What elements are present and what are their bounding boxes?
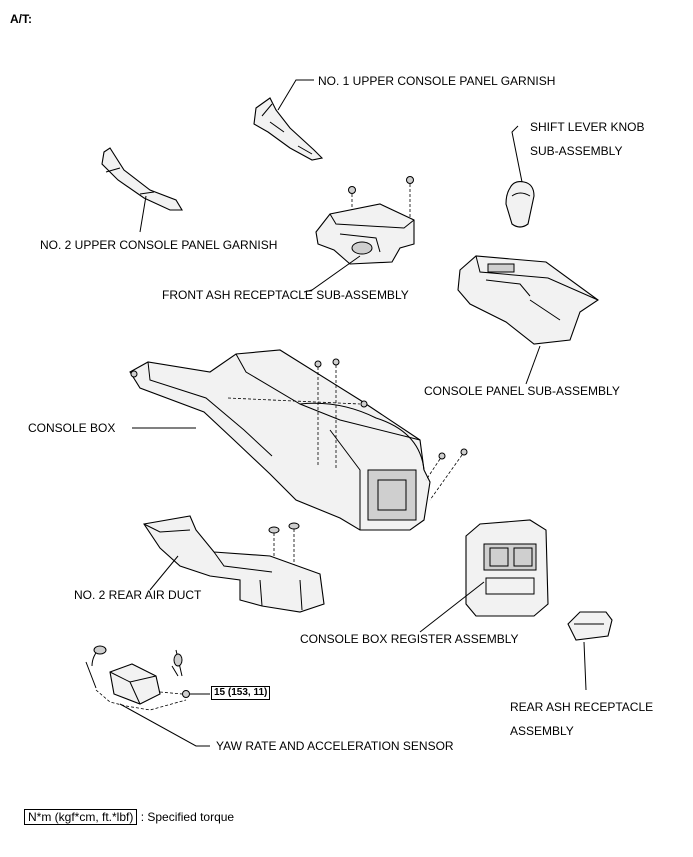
label-rear-air-duct: NO. 2 REAR AIR DUCT [74,588,202,602]
no2-upper-garnish-part [101,147,183,211]
label-console-panel: CONSOLE PANEL SUB-ASSEMBLY [424,384,620,398]
label-rear-ash-line2: ASSEMBLY [510,724,574,738]
legend-description: : Specified torque [140,810,235,824]
yaw-sensor-part [85,645,210,711]
console-box-screws [227,358,468,501]
leader-upper-garnish-2 [139,195,147,233]
leader-rear-duct [149,555,179,591]
label-shift-knob-line2: SUB-ASSEMBLY [530,144,623,158]
leader-console-panel [525,345,541,385]
torque-spec-box: 15 (153, 11) [211,686,271,700]
rear-ash-receptacle-part [567,611,613,641]
label-upper-garnish-1: NO. 1 UPPER CONSOLE PANEL GARNISH [318,74,556,88]
header-title: A/T: [10,12,32,26]
no1-upper-garnish-part [253,97,324,161]
label-upper-garnish-2: NO. 2 UPPER CONSOLE PANEL GARNISH [40,238,278,252]
label-front-ash: FRONT ASH RECEPTACLE SUB-ASSEMBLY [162,288,409,302]
front-ash-receptacle-part [315,203,415,265]
label-shift-knob-line1: SHIFT LEVER KNOB [530,120,645,134]
label-console-box: CONSOLE BOX [28,421,116,435]
leader-yaw-sensor [119,703,210,747]
label-register: CONSOLE BOX REGISTER ASSEMBLY [300,632,519,646]
torque-legend: N*m (kgf*cm, ft.*lbf) : Specified torque [24,809,235,825]
leader-upper-garnish-1 [277,79,314,111]
shift-knob-part [505,181,535,228]
label-yaw-sensor: YAW RATE AND ACCELERATION SENSOR [216,739,454,753]
leader-shift-knob [511,125,523,183]
console-panel-part [457,255,599,345]
leader-rear-ash [583,641,587,691]
front-ash-bolts [348,176,414,226]
rear-air-duct-part [143,515,325,613]
console-box-part [129,349,431,531]
label-rear-ash-line1: REAR ASH RECEPTACLE [510,700,654,714]
register-part [465,519,549,617]
leader-front-ash [303,255,361,293]
legend-unit-box: N*m (kgf*cm, ft.*lbf) [24,809,138,825]
leader-register [419,581,485,633]
